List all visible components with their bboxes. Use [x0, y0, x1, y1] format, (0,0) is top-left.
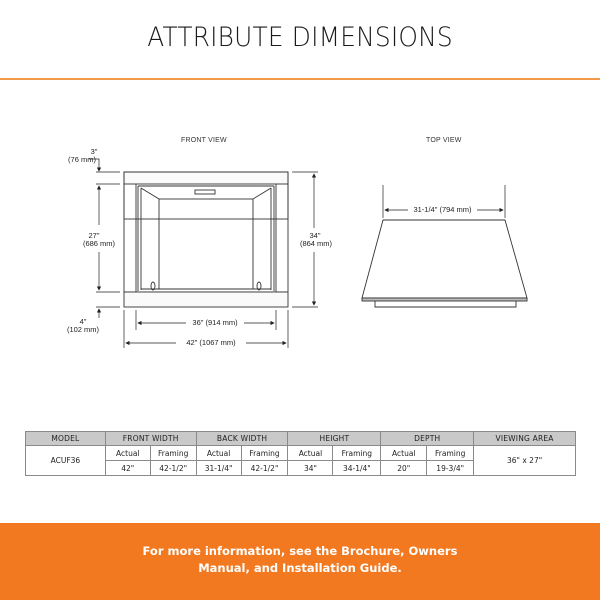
back-width-dim: 31-1/4" (794 mm): [413, 205, 472, 214]
subheader-cell: Framing: [426, 445, 475, 461]
subheader-cell: Actual: [195, 445, 242, 461]
cell-viewing-area: 36" x 27": [473, 445, 576, 476]
table-subheader-row: ACUF36 Actual Framing Actual Framing Act…: [25, 445, 576, 476]
cell-height-framing: 34-1/4": [332, 460, 382, 476]
overall-height-dim-in: 34": [309, 231, 321, 240]
footer-line-1: For more information, see the Brochure, …: [142, 544, 458, 558]
dimension-drawings: [89, 158, 528, 348]
page-title: ATTRIBUTE DIMENSIONS: [147, 22, 453, 53]
header-depth: DEPTH: [380, 431, 475, 446]
opening-height-dim-in: 27": [88, 231, 100, 240]
subheader-cell: Framing: [240, 445, 289, 461]
header-viewing-area: VIEWING AREA: [473, 431, 576, 446]
front-view-drawing: [123, 171, 289, 308]
front-view-label: FRONT VIEW: [181, 137, 227, 144]
opening-width-dim: 36" (914 mm): [192, 318, 238, 327]
cell-model: ACUF36: [25, 445, 106, 476]
table-row: 42" 42-1/2" 31-1/4" 42-1/2" 34" 34-1/4" …: [26, 460, 576, 476]
top-trim-dim-mm: (76 mm): [68, 155, 96, 164]
top-view-dimension-lines: [382, 185, 506, 218]
subheader-cell: Actual: [380, 445, 428, 461]
top-view-drawing: [361, 219, 528, 308]
header-front-width: FRONT WIDTH: [104, 431, 197, 446]
subheader-cell: Framing: [149, 445, 197, 461]
overall-width-dim: 42" (1067 mm): [186, 338, 236, 347]
header-back-width: BACK WIDTH: [195, 431, 289, 446]
cell-front-width-actual: 42": [104, 460, 151, 476]
title-divider: [0, 78, 600, 80]
opening-height-dim-mm: (686 mm): [82, 239, 116, 248]
cell-depth-framing: 19-3/4": [426, 460, 475, 476]
top-trim-dim-in: 3": [90, 147, 98, 156]
cell-back-width-actual: 31-1/4": [195, 460, 242, 476]
dimensions-table: MODEL FRONT WIDTH BACK WIDTH HEIGHT DEPT…: [25, 431, 576, 476]
footer-banner: [0, 523, 600, 600]
bottom-trim-dim-in: 4": [79, 317, 87, 326]
header-model: MODEL: [25, 431, 106, 446]
top-view-label: TOP VIEW: [426, 137, 462, 144]
cell-depth-actual: 20": [380, 460, 428, 476]
overall-height-dim-mm: (864 mm): [299, 239, 333, 248]
footer-message: For more information, see the Brochure, …: [0, 543, 600, 577]
front-view-dimension-lines: [89, 158, 318, 348]
header-height: HEIGHT: [287, 431, 382, 446]
table-header-row: MODEL FRONT WIDTH BACK WIDTH HEIGHT DEPT…: [25, 431, 576, 446]
subheader-cell: Actual: [104, 445, 151, 461]
subheader-cell: Framing: [332, 445, 382, 461]
cell-height-actual: 34": [287, 460, 334, 476]
footer-line-2: Manual, and Installation Guide.: [198, 561, 402, 575]
subheader-cell: Actual: [287, 445, 334, 461]
cell-back-width-framing: 42-1/2": [240, 460, 289, 476]
cell-front-width-framing: 42-1/2": [149, 460, 197, 476]
bottom-trim-dim-mm: (102 mm): [66, 325, 100, 334]
